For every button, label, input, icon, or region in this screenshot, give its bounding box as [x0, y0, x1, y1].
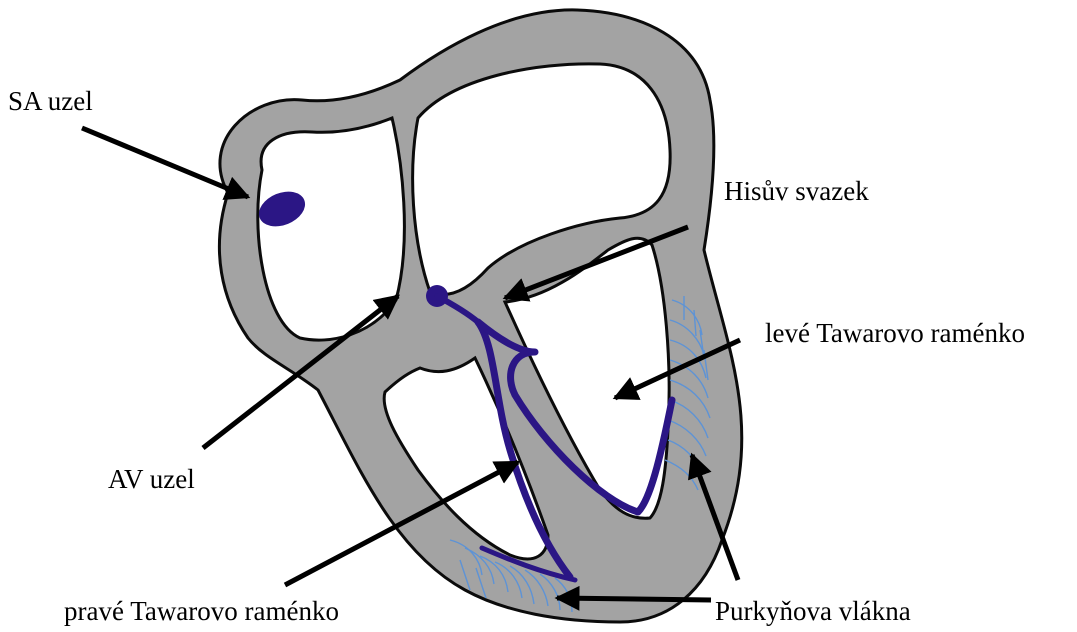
av-node-label: AV uzel — [108, 466, 195, 493]
left-bundle-branch-label: levé Tawarovo raménko — [765, 320, 1025, 347]
purkinje-fibers-label: Purkyňova vlákna — [715, 598, 911, 625]
his-bundle-label: Hisův svazek — [724, 178, 869, 205]
arrow-purkinje-fibers-1 — [557, 598, 711, 600]
right-bundle-branch-label: pravé Tawarovo raménko — [64, 598, 339, 625]
sa-node-label: SA uzel — [8, 88, 93, 115]
